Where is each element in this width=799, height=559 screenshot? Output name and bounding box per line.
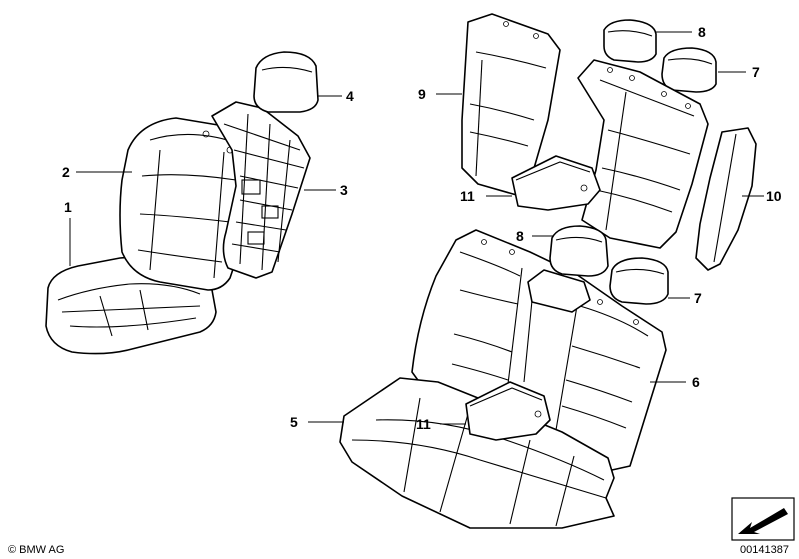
callout-4: 4: [346, 88, 354, 104]
orientation-arrow-box: [731, 497, 795, 541]
side-bolster[interactable]: [695, 127, 757, 271]
callout-10: 10: [766, 188, 782, 204]
rear-backrest-right-upper[interactable]: [577, 59, 709, 249]
rear-headrest-center[interactable]: [527, 269, 591, 313]
callout-3: 3: [340, 182, 348, 198]
diagram-number: 00141387: [740, 544, 789, 556]
rear-headrest-lower-left[interactable]: [549, 225, 609, 277]
rear-headrest-upper-right[interactable]: [661, 47, 717, 93]
front-headrest[interactable]: [253, 51, 319, 113]
callout-6: 6: [692, 374, 700, 390]
callout-8-lower: 8: [516, 228, 524, 244]
callout-labels: 1 2 3 4 5 6 7 7 8 8 9 10 11 11: [62, 24, 782, 432]
front-backrest-frame[interactable]: [211, 101, 311, 279]
armrest-upper[interactable]: [511, 155, 601, 211]
callout-9: 9: [418, 86, 426, 102]
rear-seat-bench[interactable]: [339, 377, 615, 529]
callout-7-upper: 7: [752, 64, 760, 80]
callout-11-upper: 11: [460, 188, 475, 204]
callout-2: 2: [62, 164, 70, 180]
callout-7-lower: 7: [694, 290, 702, 306]
leader-lines: [69, 31, 764, 425]
armrest-lower[interactable]: [465, 381, 551, 441]
rear-headrest-upper-center[interactable]: [603, 19, 657, 63]
callout-8-upper: 8: [698, 24, 706, 40]
callout-5: 5: [290, 414, 298, 430]
direction-arrow-icon: [738, 508, 788, 534]
rear-headrest-lower-right[interactable]: [609, 257, 669, 305]
callout-11-lower: 11: [416, 416, 431, 432]
copyright-notice: © BMW AG: [8, 544, 64, 556]
callout-1: 1: [64, 199, 72, 215]
